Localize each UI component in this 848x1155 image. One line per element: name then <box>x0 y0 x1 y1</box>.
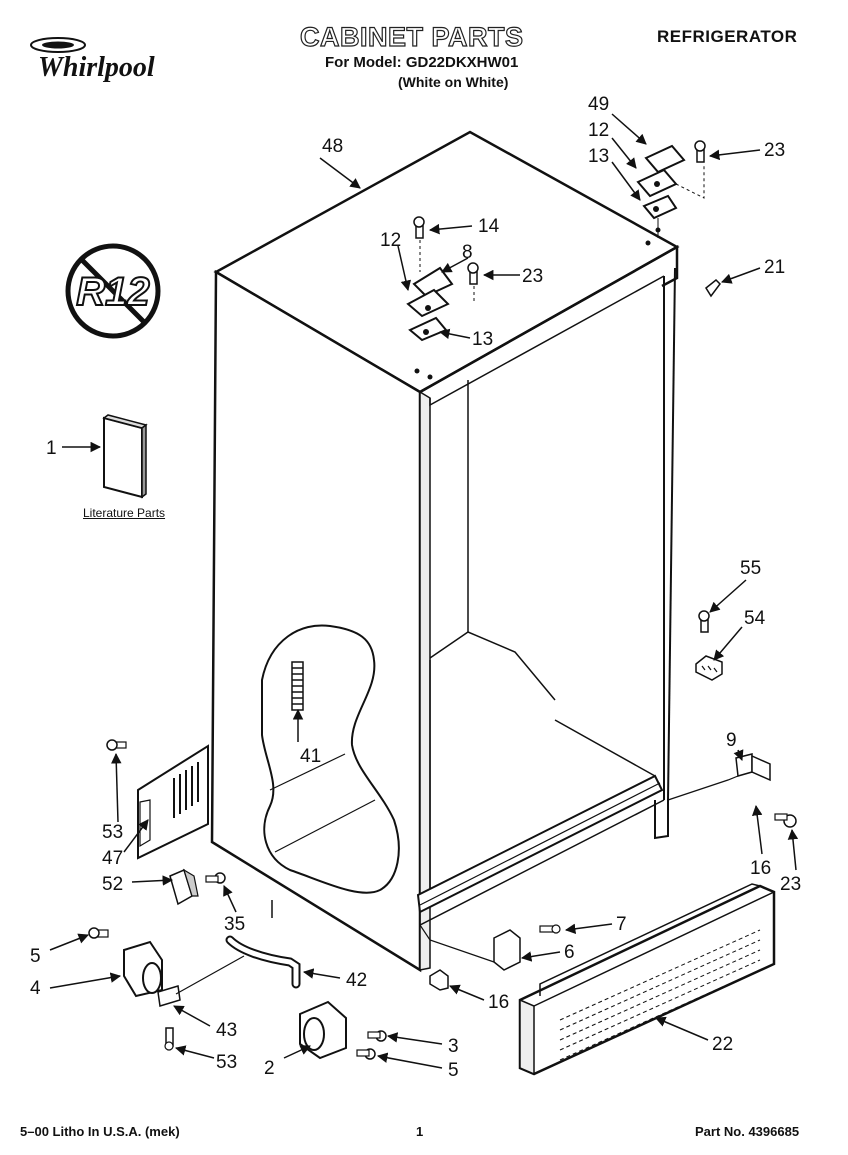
callout-5-left: 5 <box>30 946 41 967</box>
callout-47: 47 <box>102 848 123 869</box>
roller-4-icon <box>88 927 181 1051</box>
footer-part-number: Part No. 4396685 <box>695 1124 800 1139</box>
callout-13-right: 13 <box>588 146 609 167</box>
roller-2-icon <box>299 1000 387 1060</box>
callout-52: 52 <box>102 874 123 895</box>
bracket-52-icon <box>169 868 273 918</box>
top-hinge-right <box>636 140 706 238</box>
callout-43: 43 <box>216 1020 237 1041</box>
callout-42: 42 <box>346 970 367 991</box>
callout-12-center: 12 <box>380 230 401 251</box>
toe-grille-22 <box>518 883 776 1076</box>
callout-4: 4 <box>30 978 41 999</box>
callout-3: 3 <box>448 1036 459 1057</box>
callout-6: 6 <box>564 942 575 963</box>
callout-13-center: 13 <box>472 329 493 350</box>
bracket-9-icon <box>667 753 797 828</box>
callout-5-bottom: 5 <box>448 1060 459 1081</box>
drain-hose-42-icon <box>175 935 301 995</box>
top-hinge-center <box>406 216 479 342</box>
callout-23-center: 23 <box>522 266 543 287</box>
footer-page-number: 1 <box>416 1124 424 1139</box>
r12-text: R12 <box>76 270 149 314</box>
callout-8: 8 <box>462 242 473 263</box>
footer-litho: 5–00 Litho In U.S.A. (mek) <box>20 1124 180 1139</box>
color-line: (White on White) <box>398 74 509 90</box>
callout-1: 1 <box>46 438 57 459</box>
no-r12-icon: R12 <box>65 243 161 339</box>
part-21-icon <box>705 278 721 298</box>
cabinet-body <box>210 130 680 973</box>
callout-16-right: 16 <box>750 858 771 879</box>
callout-23-lower: 23 <box>780 874 801 895</box>
callout-41: 41 <box>300 746 321 767</box>
literature-caption: Literature Parts <box>83 506 166 520</box>
callout-54: 54 <box>744 608 766 629</box>
callout-23-top: 23 <box>764 140 785 161</box>
callout-9: 9 <box>726 730 737 751</box>
page-title: CABINET PARTS <box>299 21 524 52</box>
callout-22: 22 <box>712 1034 733 1055</box>
callout-55: 55 <box>740 558 761 579</box>
callout-53-upper: 53 <box>102 822 123 843</box>
bracket-6-icon <box>419 924 561 991</box>
callout-leaders <box>49 113 799 1069</box>
bracket-54-icon <box>695 610 723 681</box>
callout-53-lower: 53 <box>216 1052 237 1073</box>
callout-2: 2 <box>264 1058 275 1079</box>
brand-name: Whirlpool <box>38 52 155 83</box>
callout-labels: 48 49 12 13 23 14 12 8 23 13 21 1 55 54 … <box>30 94 801 1081</box>
callout-7: 7 <box>616 914 627 935</box>
callout-12-right: 12 <box>588 120 609 141</box>
whirlpool-logo-icon <box>28 36 88 59</box>
callout-21: 21 <box>764 257 785 278</box>
literature-booklet-icon <box>102 414 148 499</box>
callout-14: 14 <box>478 216 500 237</box>
drain-tube-icon <box>291 661 304 711</box>
product-label: REFRIGERATOR <box>657 27 798 46</box>
callout-49: 49 <box>588 94 609 115</box>
callout-48: 48 <box>322 136 343 157</box>
model-line: For Model: GD22DKXHW01 <box>325 54 519 71</box>
callout-16-center: 16 <box>488 992 509 1013</box>
callout-35: 35 <box>224 914 245 935</box>
